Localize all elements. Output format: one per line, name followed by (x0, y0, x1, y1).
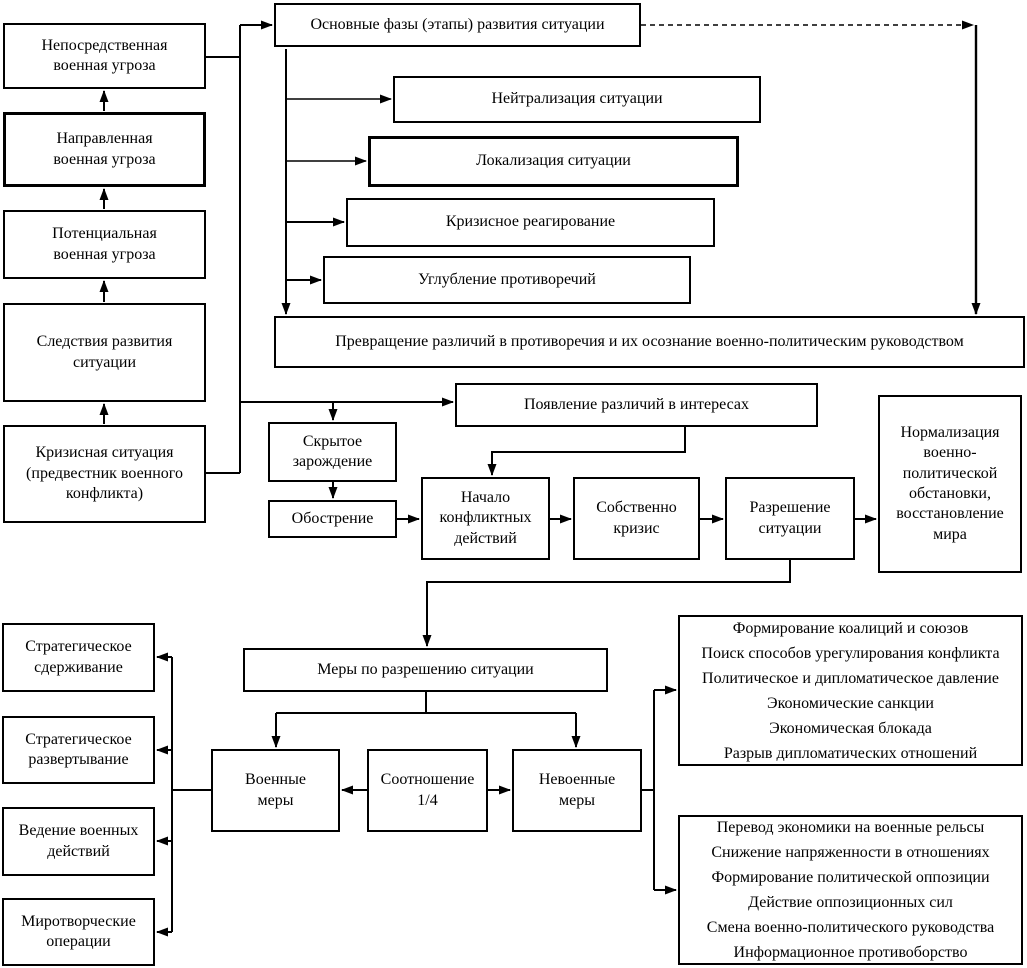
box-peacekeeping: Миротворческие операции (2, 898, 155, 966)
box-localization: Локализация ситуации (368, 136, 739, 187)
box-transformation: Превращение различий в противоречия и их… (274, 316, 1025, 368)
box-potential-threat: Потенциальная военная угроза (3, 210, 206, 279)
box-crisis-proper: Собственно кризис (573, 477, 700, 560)
box-aggravation: Обострение (268, 500, 397, 538)
box-hidden-origin: Скрытое зарождение (268, 422, 397, 482)
military-list-item: Перевод экономики на военные рельсы (716, 819, 985, 836)
box-resolution-measures: Меры по разрешению ситуации (243, 648, 608, 692)
box-deepening: Углубление противоречий (323, 256, 691, 304)
box-military-measures: Военные меры (211, 749, 340, 832)
box-nonmilitary-measures: Невоенные меры (512, 749, 642, 832)
box-main-phases: Основные фазы (этапы) развития ситуации (274, 3, 641, 47)
box-strategic-deployment: Стратегическое развертывание (2, 716, 155, 784)
box-immediate-threat: Непосредственная военная угроза (3, 23, 206, 89)
nonmilitary-list-item: Экономические санкции (767, 694, 934, 712)
box-military-list: Перевод экономики на военные рельсы Сниж… (678, 815, 1023, 965)
box-normalization: Нормализация военно- политической обстан… (878, 395, 1022, 573)
nonmilitary-list-item: Разрыв дипломатических отношений (723, 744, 978, 762)
nonmilitary-list-item: Экономическая блокада (769, 719, 932, 737)
nonmilitary-list-item: Политическое и дипломатическое давление (702, 669, 999, 687)
box-crisis-response: Кризисное реагирование (346, 198, 715, 247)
nonmilitary-list-item: Поиск способов урегулирования конфликта (701, 644, 1000, 662)
box-directed-threat: Направленная военная угроза (3, 112, 206, 187)
military-list-item: Смена военно-политического руководства (706, 919, 995, 936)
box-ratio: Соотношение 1/4 (367, 749, 488, 832)
military-list-item: Формирование политической оппозиции (711, 869, 990, 886)
military-list-item: Информационное противоборство (733, 944, 968, 961)
arrow-differences-to-conflict-start (487, 427, 686, 476)
box-conflict-start: Начало конфликтных действий (421, 477, 550, 560)
box-consequences: Следствия развития ситуации (3, 303, 206, 402)
box-resolution: Разрешение ситуации (725, 477, 855, 560)
nonmilitary-list-item: Формирование коалиций и союзов (732, 619, 969, 637)
box-differences-emergence: Появление различий в интересах (455, 383, 818, 427)
box-warfare: Ведение военных действий (2, 807, 155, 876)
military-list-item: Действие оппозиционных сил (748, 894, 953, 911)
box-neutralization: Нейтрализация ситуации (393, 76, 761, 123)
military-list-item: Снижение напряженности в отношениях (711, 844, 990, 861)
box-crisis-situation: Кризисная ситуация (предвестник военного… (3, 425, 206, 523)
box-strategic-deterrence: Стратегическое сдерживание (2, 623, 155, 692)
box-nonmilitary-list: Формирование коалиций и союзов Поиск спо… (678, 615, 1023, 766)
